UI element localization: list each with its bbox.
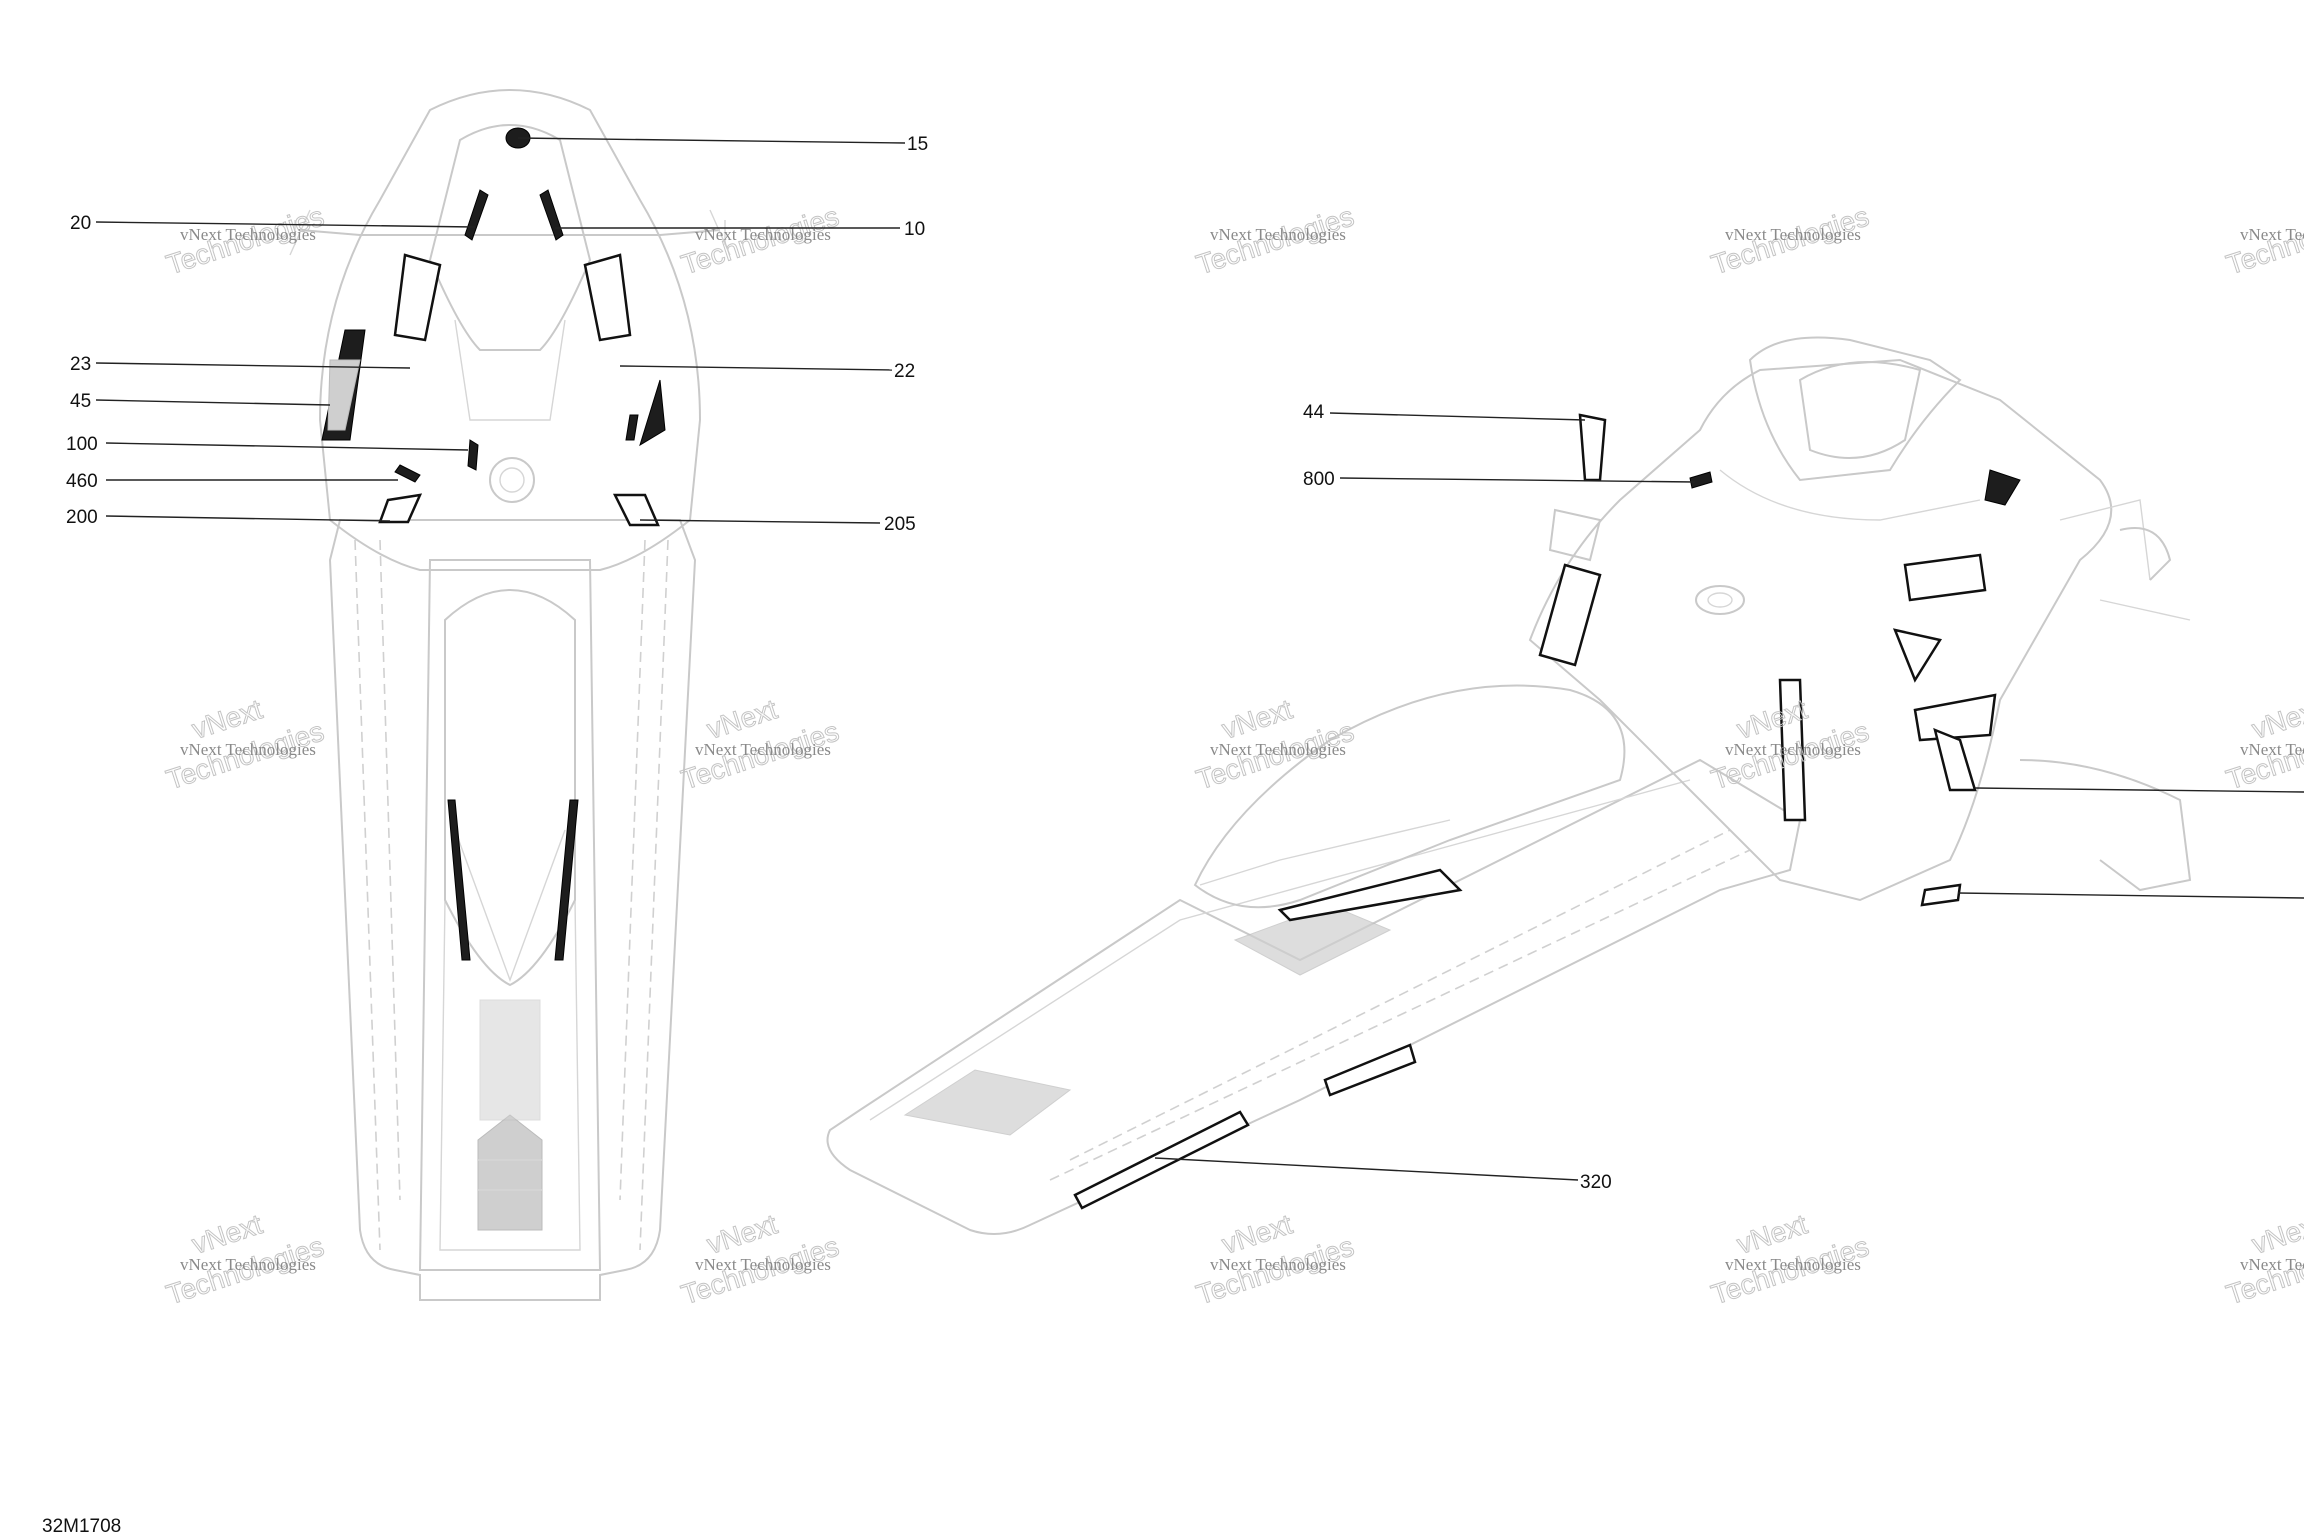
callout-800[interactable]: 800: [1303, 469, 1696, 490]
decal-seat-stripe: [1277, 868, 1463, 922]
watermark: Technologies vNext vNext Technologies: [1192, 1208, 1358, 1311]
svg-text:320: 320: [1580, 1172, 1612, 1193]
perspective-seat: [1193, 684, 1626, 909]
watermark: Technologies vNext vNext Technologies: [677, 693, 843, 796]
callout-15[interactable]: 15: [517, 134, 928, 155]
callout-320[interactable]: 320: [1154, 1157, 1612, 1193]
watermark: Technologies vNext vNext Technologies: [2222, 693, 2304, 796]
watermark: Technologies vNext vNext Technologies: [162, 1208, 328, 1311]
callout-200[interactable]: 200: [66, 507, 391, 528]
svg-text:vNext Technologies: vNext Technologies: [1725, 740, 1861, 759]
svg-text:205: 205: [884, 514, 916, 535]
decal-vertical-strip: [1778, 678, 1807, 822]
svg-text:45: 45: [70, 391, 91, 412]
decal-rear-panel: [1933, 727, 1977, 792]
watermark: Technologies vNext vNext Technologies: [677, 1208, 843, 1311]
top-view-hood: [318, 89, 702, 571]
decal-ski-doo-right: [583, 253, 632, 342]
figure-code: 32M1708: [42, 1516, 121, 1536]
decal-panel-2: [1913, 693, 1997, 742]
svg-text:vNext Technologies: vNext Technologies: [1210, 1255, 1346, 1274]
decal-side-stripe-right: [554, 799, 579, 961]
perspective-body: [1528, 358, 2113, 902]
decal-side-tunnel: [1920, 883, 1962, 907]
callout-23[interactable]: 23: [70, 354, 411, 375]
watermarks: Technologies vNext Technologies Technolo…: [162, 200, 2304, 1311]
callout-100[interactable]: 100: [66, 434, 469, 455]
svg-text:vNext Technologies: vNext Technologies: [180, 1255, 316, 1274]
watermark: Technologies vNext Technologies: [1707, 200, 1873, 281]
decal-200: [378, 493, 423, 524]
decal-320: [1073, 1110, 1250, 1210]
svg-text:20: 20: [70, 213, 91, 234]
svg-text:23: 23: [70, 354, 91, 375]
callout-22[interactable]: 22: [619, 361, 915, 382]
watermark: Technologies vNext vNext Technologies: [2222, 1208, 2304, 1311]
callout-460[interactable]: 460: [66, 471, 398, 492]
svg-text:100: 100: [66, 434, 98, 455]
decal-44: [1578, 413, 1607, 482]
watermark: Technologies vNext Technologies: [162, 200, 328, 281]
svg-text:vNext Technologies: vNext Technologies: [2240, 740, 2304, 759]
svg-text:vNext Technologies: vNext Technologies: [1725, 1255, 1861, 1274]
svg-text:10: 10: [904, 219, 925, 240]
decal-22: [639, 379, 666, 447]
decal-205: [612, 493, 660, 527]
decal-100: [467, 439, 479, 471]
callout-205[interactable]: 205: [639, 514, 916, 535]
svg-text:15: 15: [907, 134, 928, 155]
top-view-handlebar: [299, 229, 721, 236]
svg-text:vNext Technologies: vNext Technologies: [695, 740, 831, 759]
decal-ski-doo-left: [393, 253, 442, 342]
watermark: Technologies vNext Technologies: [2222, 200, 2304, 281]
svg-text:vNext Technologies: vNext Technologies: [180, 225, 316, 244]
watermark: Technologies vNext Technologies: [1192, 200, 1358, 281]
svg-text:vNext Technologies: vNext Technologies: [180, 740, 316, 759]
svg-text:vNext Technologies: vNext Technologies: [1725, 225, 1861, 244]
decal-panel-1: [1892, 628, 1942, 683]
decal-hood-accent: [1984, 469, 2021, 506]
svg-text:vNext Technologies: vNext Technologies: [1210, 225, 1346, 244]
callout-44[interactable]: 44: [1303, 402, 1586, 423]
svg-text:800: 800: [1303, 469, 1335, 490]
callout-20[interactable]: 20: [70, 213, 476, 234]
decal-mxz-upper: [1323, 1043, 1417, 1097]
decal-ski-doo-side: [1903, 553, 1987, 602]
watermark: Technologies vNext Technologies: [677, 200, 843, 281]
leader-offpage-lower: [1957, 892, 2304, 899]
decal-800: [1689, 471, 1713, 489]
decal-side-stripe-left: [447, 799, 471, 961]
top-view-snowmobile: [289, 89, 731, 1301]
svg-text:vNext: vNext: [2248, 693, 2304, 745]
svg-text:200: 200: [66, 507, 98, 528]
top-view-seat: [444, 589, 576, 987]
top-view-tunnel: [418, 559, 602, 1271]
top-view-track: [328, 519, 697, 1301]
svg-text:vNext Technologies: vNext Technologies: [1210, 740, 1346, 759]
svg-text:vNext Technologies: vNext Technologies: [2240, 1255, 2304, 1274]
leader-offpage-upper: [1974, 787, 2304, 793]
svg-text:22: 22: [894, 361, 915, 382]
watermark: Technologies vNext vNext Technologies: [162, 693, 328, 796]
top-view-rear-flap: [477, 1114, 543, 1231]
callouts: 15 20 10 23 22 45 100: [66, 134, 2304, 1193]
callout-45[interactable]: 45: [70, 391, 331, 412]
svg-text:vNext Technologies: vNext Technologies: [2240, 225, 2304, 244]
svg-text:vNext Technologies: vNext Technologies: [695, 225, 831, 244]
svg-text:44: 44: [1303, 402, 1325, 423]
callout-10[interactable]: 10: [555, 219, 925, 240]
perspective-view-snowmobile: [826, 336, 2192, 1235]
perspective-tunnel: [826, 758, 1802, 1235]
watermark: Technologies vNext vNext Technologies: [1192, 693, 1358, 796]
watermark: Technologies vNext vNext Technologies: [1707, 1208, 1873, 1311]
decal-side-fin: [1538, 563, 1602, 667]
svg-text:vNext: vNext: [2248, 1208, 2304, 1260]
svg-text:vNext Technologies: vNext Technologies: [695, 1255, 831, 1274]
decal-20: [464, 189, 489, 241]
decal-10: [539, 189, 564, 241]
decal-460: [394, 464, 421, 483]
svg-text:460: 460: [66, 471, 98, 492]
